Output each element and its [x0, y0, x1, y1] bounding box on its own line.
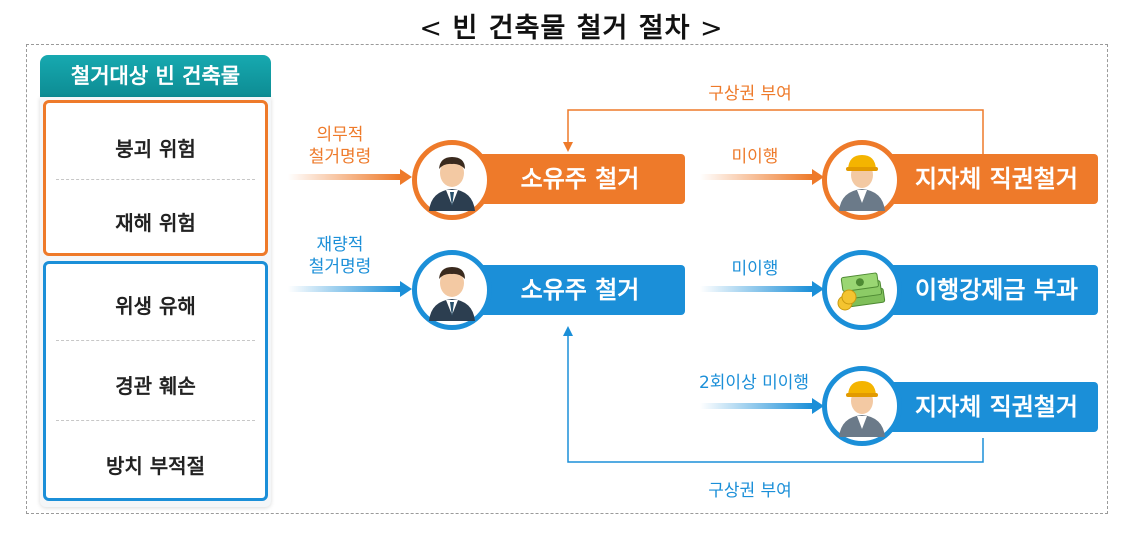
- title-suffix: >: [700, 13, 724, 44]
- discretionary-order-label: 재량적 철거명령: [300, 234, 380, 278]
- noncompliance-arrow-row3: [700, 398, 824, 414]
- money-stack-icon: [837, 272, 886, 311]
- owner-avatar-row2: [412, 250, 492, 330]
- worker-avatar-row1: [822, 140, 902, 220]
- item-hygiene-harm: 위생 유해: [115, 294, 196, 318]
- worker-avatar-row3: [822, 366, 902, 446]
- noncompliance-arrow-row1: [700, 169, 824, 185]
- owner-demolition-box-row1: 소유주 철거: [455, 154, 685, 204]
- bottom-feedback-loop: [563, 326, 984, 463]
- item-landscape-damage: 경관 훼손: [115, 374, 196, 398]
- order-arrow-row1: [288, 169, 412, 185]
- title-prefix: <: [419, 13, 443, 44]
- top-feedback-loop: [563, 109, 984, 154]
- discretionary-label-line1: 재량적: [316, 235, 364, 255]
- mandatory-label-line1: 의무적: [316, 125, 364, 145]
- owner-avatar-row1: [412, 140, 492, 220]
- noncompliance-arrow-row2: [700, 281, 824, 297]
- top-feedback-label: 구상권 부여: [708, 84, 792, 104]
- owner-demolition-box-row2: 소유주 철거: [455, 265, 685, 315]
- title-text: 빈 건축물 철거 절차: [452, 13, 691, 44]
- bottom-feedback-label: 구상권 부여: [708, 481, 792, 501]
- local-gov-demolition-box-row1: 지자체 직권철거: [865, 154, 1098, 204]
- hardhat-worker-icon: [839, 155, 885, 211]
- businessman-icon: [429, 267, 475, 321]
- item-disaster-risk: 재해 위험: [115, 211, 196, 235]
- divider: [56, 179, 255, 180]
- money-avatar: [822, 250, 902, 330]
- divider: [56, 340, 255, 341]
- item-collapse-risk: 붕괴 위험: [115, 137, 196, 161]
- target-buildings-header: 철거대상 빈 건축물: [40, 55, 271, 97]
- discretionary-group: 위생 유해 경관 훼손 방치 부적절: [43, 261, 268, 501]
- local-gov-demolition-box-row3: 지자체 직권철거: [865, 382, 1098, 432]
- divider: [56, 420, 255, 421]
- noncompliance-label-row2: 미이행: [731, 259, 779, 279]
- noncompliance-label-row1: 미이행: [731, 147, 779, 167]
- diagram-frame: [26, 44, 1108, 514]
- order-arrow-row2: [288, 281, 412, 297]
- mandatory-group: 붕괴 위험 재해 위험: [43, 100, 268, 256]
- discretionary-label-line2: 철거명령: [308, 257, 372, 277]
- noncompliance-label-row3: 2회이상 미이행: [698, 373, 810, 393]
- enforcement-fine-box: 이행강제금 부과: [865, 265, 1098, 315]
- businessman-icon: [429, 157, 475, 211]
- item-neglect: 방치 부적절: [106, 454, 205, 478]
- hardhat-worker-icon: [839, 381, 885, 437]
- page-title: < 빈 건축물 철거 절차 >: [0, 6, 1143, 45]
- mandatory-order-label: 의무적 철거명령: [300, 124, 380, 168]
- mandatory-label-line2: 철거명령: [308, 147, 372, 167]
